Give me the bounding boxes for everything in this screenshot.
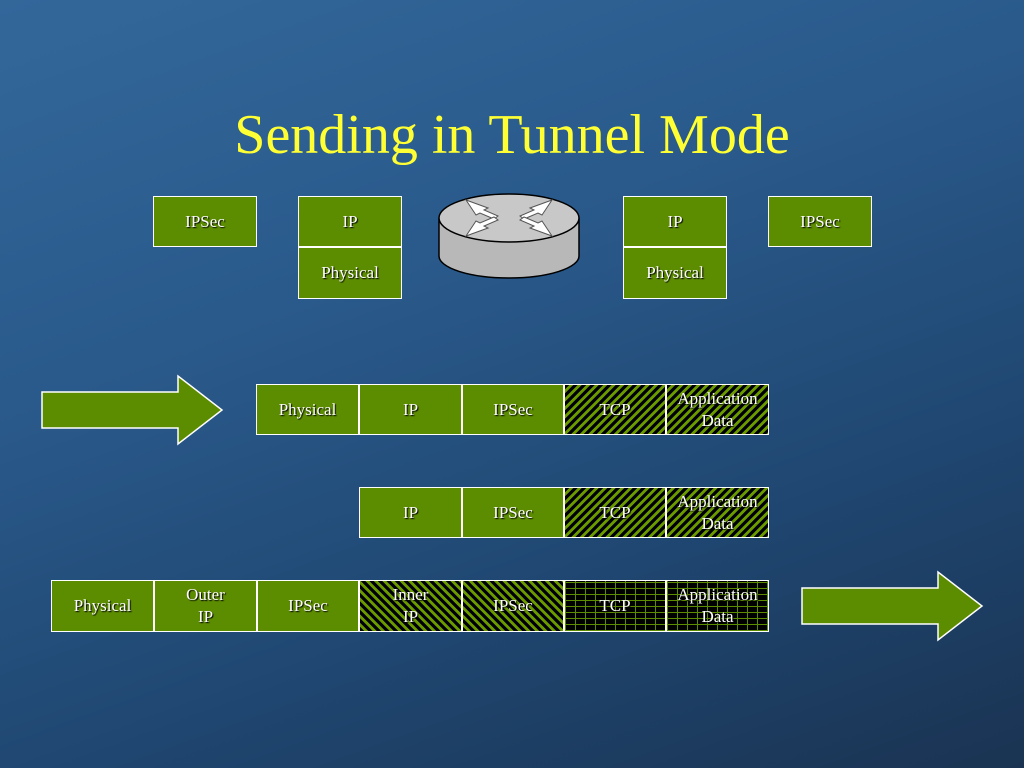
row3-label-1: Outer IP: [186, 585, 225, 626]
row1-label-2: IPSec: [493, 399, 533, 419]
right-physical-layer: Physical: [623, 247, 727, 299]
row3-outer-ip-cell: Outer IP: [154, 580, 257, 632]
row2-label-1: IPSec: [493, 502, 533, 522]
row3-tcp-cell: TCP: [564, 580, 666, 632]
left-physical-label: Physical: [321, 263, 379, 282]
row1-ip-cell: IP: [359, 384, 462, 435]
row1-ipsec-cell: IPSec: [462, 384, 564, 435]
row3-inner-ip-cell: Inner IP: [359, 580, 462, 632]
row1-appdata-cell: Application Data: [666, 384, 769, 435]
row1-label-1: IP: [402, 399, 419, 419]
row2-tcp-cell: TCP: [564, 487, 666, 538]
row1-label-0: Physical: [278, 399, 337, 419]
right-arrow-icon: [801, 570, 984, 642]
left-ipsec-layer: IPSec: [153, 196, 257, 247]
row3-appdata-cell: Application Data: [666, 580, 769, 632]
right-physical-label: Physical: [646, 263, 704, 282]
row2-ip-cell: IP: [359, 487, 462, 538]
left-ip-label: IP: [342, 211, 358, 231]
left-ipsec-label: IPSec: [185, 211, 225, 231]
row1-physical-cell: Physical: [256, 384, 359, 435]
row2-label-2: TCP: [599, 502, 631, 522]
right-arrow-icon: [41, 374, 224, 446]
left-physical-layer: Physical: [298, 247, 402, 299]
row3-inner-ipsec-cell: IPSec: [462, 580, 564, 632]
right-ipsec-label: IPSec: [800, 211, 840, 231]
row2-label-0: IP: [402, 502, 419, 522]
row2-appdata-cell: Application Data: [666, 487, 769, 538]
row3-label-3: Inner IP: [392, 585, 429, 626]
row1-tcp-cell: TCP: [564, 384, 666, 435]
row3-label-4: IPSec: [493, 596, 533, 615]
page-title: Sending in Tunnel Mode: [234, 104, 790, 166]
row1-label-4: Application Data: [677, 388, 758, 430]
row2-ipsec-cell: IPSec: [462, 487, 564, 538]
left-ip-layer: IP: [298, 196, 402, 247]
row3-label-5: TCP: [599, 596, 631, 615]
row3-outer-ipsec-cell: IPSec: [257, 580, 359, 632]
row3-label-6: Application Data: [677, 585, 758, 626]
row3-physical-cell: Physical: [51, 580, 154, 632]
right-ip-layer: IP: [623, 196, 727, 247]
row3-label-0: Physical: [73, 596, 132, 615]
row2-label-3: Application Data: [677, 491, 758, 533]
right-ip-label: IP: [667, 211, 683, 231]
router-icon: [438, 193, 580, 279]
row3-label-2: IPSec: [288, 596, 328, 615]
row1-label-3: TCP: [599, 399, 631, 419]
right-ipsec-layer: IPSec: [768, 196, 872, 247]
